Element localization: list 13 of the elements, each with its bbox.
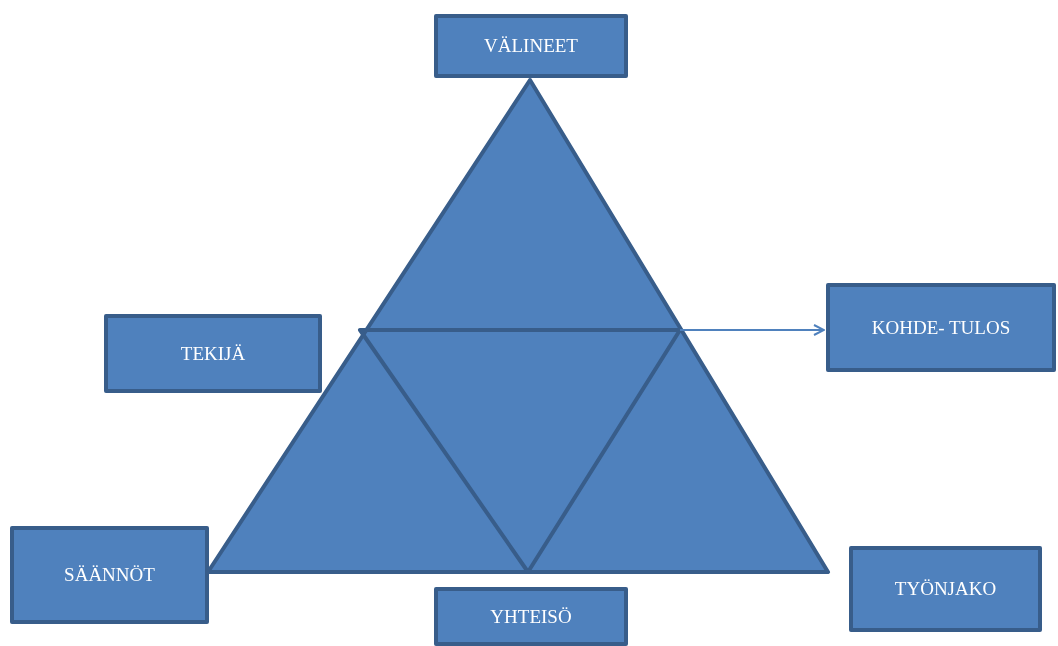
arrow bbox=[679, 324, 825, 336]
label-box bbox=[826, 283, 1056, 372]
label-box bbox=[434, 587, 628, 646]
node-label: TYÖNJAKO bbox=[894, 578, 997, 600]
node-label: TEKIJÄ bbox=[180, 342, 246, 365]
node-label: KOHDE- TULOS bbox=[871, 316, 1011, 339]
node-label: VÄLINEET bbox=[484, 35, 578, 57]
label-box bbox=[10, 526, 209, 624]
label-box bbox=[104, 314, 322, 393]
label-box bbox=[434, 14, 628, 78]
label-box bbox=[849, 546, 1042, 632]
node-label: YHTEISÖ bbox=[490, 605, 572, 628]
node-label: SÄÄNNÖT bbox=[64, 564, 155, 586]
